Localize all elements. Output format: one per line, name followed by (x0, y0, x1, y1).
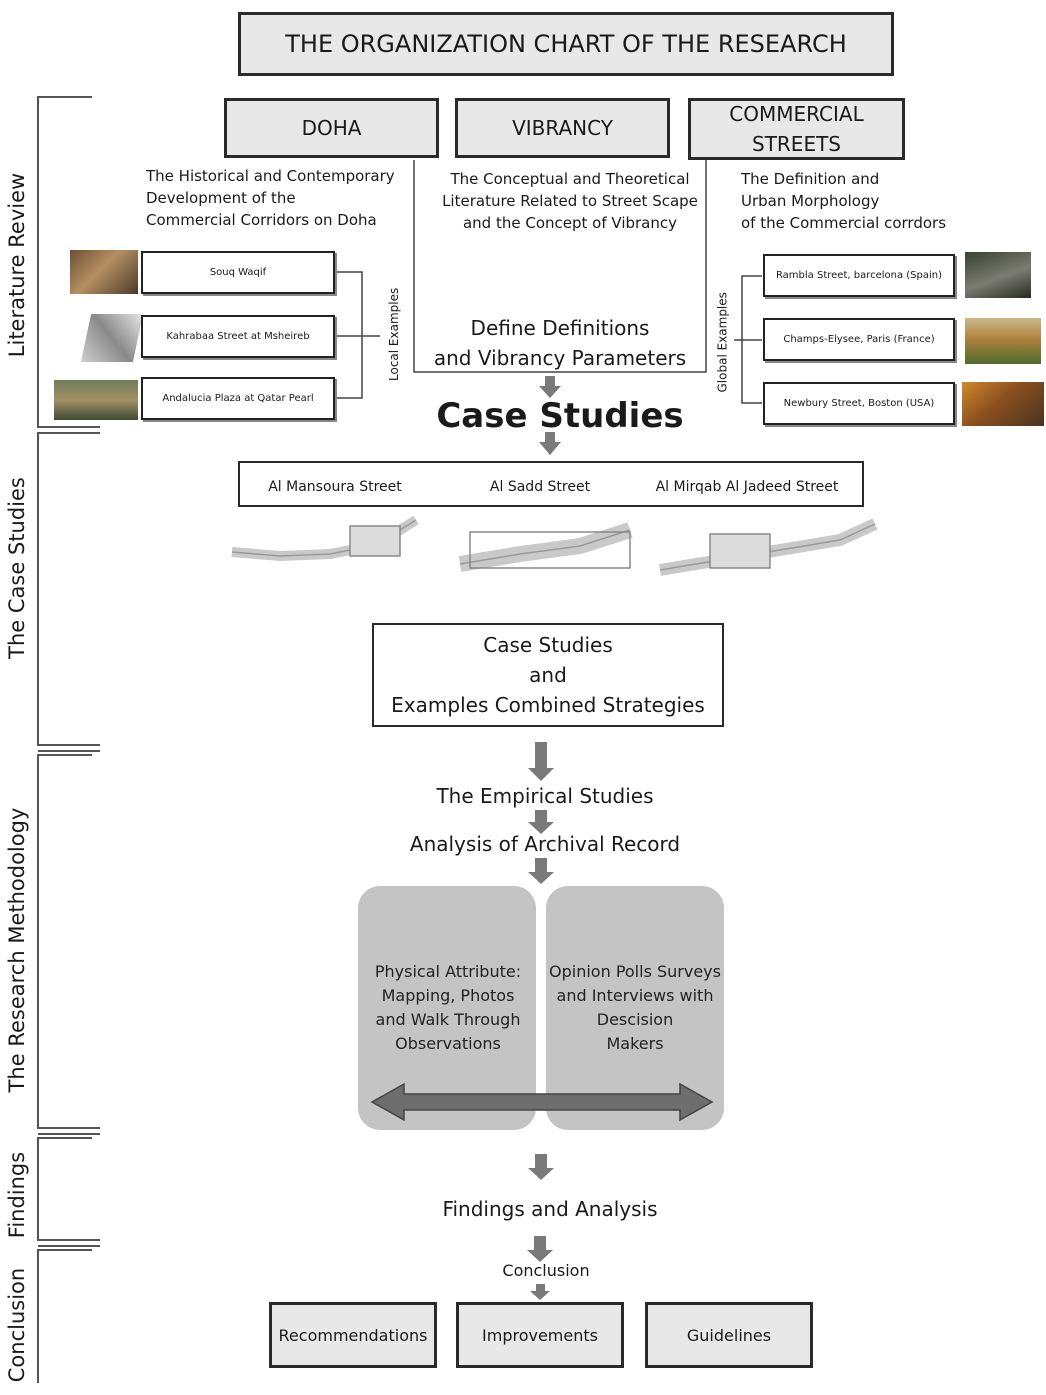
local-examples-label: Local Examples (387, 287, 401, 381)
local-example-label: Andalucia Plaza at Qatar Pearl (162, 393, 314, 404)
andalucia-plaza-photo (54, 380, 138, 420)
global-example-champs-elysee: Champs-Elysee, Paris (France) (763, 318, 955, 361)
al-mirqab-map (659, 518, 878, 576)
street-maps (231, 515, 878, 576)
global-example-rambla: Rambla Street, barcelona (Spain) (763, 254, 955, 297)
doha-desc-line1: The Historical and Contemporary (146, 167, 395, 185)
doha-desc-line2: Development of the (146, 189, 296, 207)
define-line1: Define Definitions (470, 316, 650, 340)
opinion-polls-text: Opinion Polls Surveys and Interviews wit… (543, 960, 727, 1056)
physical-line3: and Walk Through (375, 1010, 521, 1029)
opinion-line4: Makers (606, 1034, 664, 1053)
street-al-sadd: Al Sadd Street (489, 479, 591, 495)
vibrancy-desc-line3: and the Concept of Vibrancy (462, 214, 677, 232)
local-example-label: Souq Waqif (209, 267, 267, 278)
vibrancy-description: The Conceptual and Theoretical Literatur… (440, 168, 700, 234)
combined-line1: Case Studies (483, 633, 613, 657)
newbury-street-photo (962, 382, 1044, 426)
physical-attribute-text: Physical Attribute: Mapping, Photos and … (362, 960, 534, 1056)
define-line2: and Vibrancy Parameters (433, 346, 687, 370)
findings-analysis: Findings and Analysis (442, 1197, 658, 1221)
local-example-andalucia: Andalucia Plaza at Qatar Pearl (141, 377, 335, 420)
local-example-kahrabaa: Kahrabaa Street at Msheireb (141, 315, 335, 358)
define-definitions: Define Definitions and Vibrancy Paramete… (420, 313, 700, 373)
double-arrow-icon (370, 1082, 714, 1122)
global-example-newbury: Newbury Street, Boston (USA) (763, 382, 955, 425)
commercial-desc-line3: of the Commercial corrdors (741, 214, 947, 232)
rambla-street-photo (965, 252, 1031, 298)
opinion-line1: Opinion Polls Surveys (549, 962, 721, 981)
commercial-streets-box: COMMERCIAL STREETS (688, 98, 905, 160)
vibrancy-desc-line1: The Conceptual and Theoretical (450, 170, 690, 188)
improvements-label: Improvements (482, 1325, 598, 1345)
local-example-label: Kahrabaa Street at Msheireb (166, 331, 310, 342)
commercial-desc-line1: The Definition and (741, 170, 880, 188)
doha-label: DOHA (301, 116, 362, 140)
guidelines-label: Guidelines (686, 1325, 772, 1345)
recommendations-box: Recommendations (269, 1302, 437, 1368)
commercial-label-line1: COMMERCIAL (729, 102, 864, 126)
street-al-mirqab: Al Mirqab Al Jadeed Street (655, 479, 839, 495)
flow-arrows (527, 376, 561, 1300)
champs-elysee-photo (965, 318, 1041, 364)
archival-analysis: Analysis of Archival Record (409, 832, 681, 856)
recommendations-label: Recommendations (278, 1325, 428, 1345)
case-study-streets-box (238, 461, 864, 507)
vibrancy-desc-line2: Literature Related to Street Scape (442, 192, 698, 210)
global-examples-label: Global Examples (715, 292, 730, 393)
doha-box: DOHA (224, 98, 439, 158)
al-sadd-map (458, 522, 633, 572)
combined-line3: Examples Combined Strategies (391, 693, 705, 717)
physical-line2: Mapping, Photos (381, 986, 515, 1005)
opinion-line2: and Interviews with (556, 986, 714, 1005)
conclusion-label: Conclusion (502, 1261, 590, 1280)
physical-line1: Physical Attribute: (374, 962, 522, 981)
physical-attribute-panel (358, 886, 536, 1130)
empirical-studies: The Empirical Studies (436, 784, 654, 808)
vibrancy-label: VIBRANCY (512, 116, 613, 140)
physical-line4: Observations (395, 1034, 501, 1053)
global-example-label: Newbury Street, Boston (USA) (783, 398, 935, 409)
local-example-souq-waqif: Souq Waqif (141, 251, 335, 294)
souq-waqif-photo (70, 250, 138, 294)
chart-title: THE ORGANIZATION CHART OF THE RESEARCH (238, 12, 894, 76)
combined-strategies-box: Case Studies and Examples Combined Strat… (372, 623, 724, 727)
global-example-label: Rambla Street, barcelona (Spain) (775, 270, 943, 281)
global-example-label: Champs-Elysee, Paris (France) (783, 334, 935, 345)
improvements-box: Improvements (456, 1302, 624, 1368)
chart-title-text: THE ORGANIZATION CHART OF THE RESEARCH (285, 30, 847, 58)
doha-description: The Historical and Contemporary Developm… (146, 165, 406, 231)
opinion-polls-panel (546, 886, 724, 1130)
al-mansoura-map (231, 515, 419, 562)
vibrancy-box: VIBRANCY (455, 98, 670, 158)
kahrabaa-map-image (80, 314, 144, 362)
commercial-desc-line2: Urban Morphology (741, 192, 880, 210)
combined-line2: and (529, 663, 567, 687)
commercial-description: The Definition and Urban Morphology of t… (741, 168, 981, 234)
doha-desc-line3: Commercial Corridors on Doha (146, 211, 377, 229)
opinion-line3: Descision (596, 1010, 674, 1029)
guidelines-box: Guidelines (645, 1302, 813, 1368)
case-studies-heading: Case Studies (436, 396, 684, 436)
commercial-label-line2: STREETS (752, 132, 841, 156)
street-al-mansoura: Al Mansoura Street (268, 479, 402, 495)
